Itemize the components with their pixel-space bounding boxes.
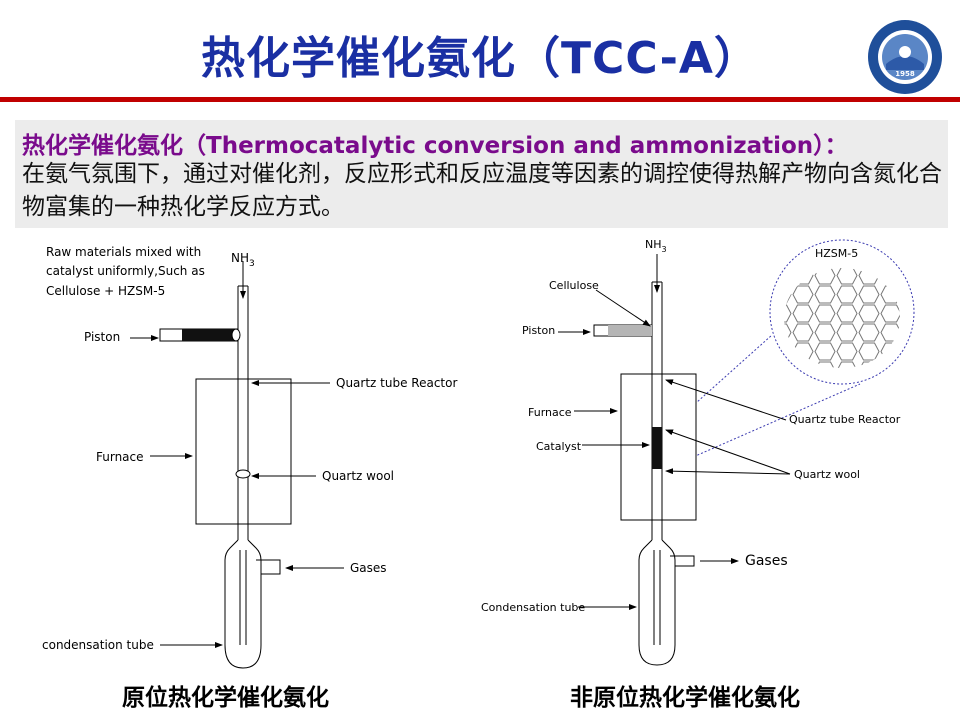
left-raw-label-2: catalyst uniformly,Such as	[46, 264, 205, 278]
page-title: 热化学催化氨化（TCC-A）	[201, 33, 759, 84]
right-piston-label: Piston	[522, 324, 555, 337]
left-wool-label: Quartz wool	[322, 469, 394, 483]
right-wool-label: Quartz wool	[794, 468, 860, 481]
definition-term: 热化学催化氨化（Thermocatalytic conversion and a…	[22, 133, 848, 159]
reactor-diagrams: Raw materials mixed with catalyst unifor…	[42, 238, 915, 669]
left-condensation-tube	[224, 539, 262, 669]
right-condensation-tube	[638, 539, 676, 666]
left-furnace-box	[195, 378, 292, 525]
left-quartz-wool	[235, 469, 251, 479]
right-reactor-diagram: HZSM-5 NH3 Cellulose Piston Furnace Cata…	[481, 238, 915, 666]
university-logo: 1958	[868, 20, 942, 94]
right-nh3-label: NH3	[645, 238, 667, 254]
left-raw-material	[182, 329, 234, 341]
left-caption: 原位热化学催化氨化	[122, 685, 329, 711]
right-cellulose-label: Cellulose	[549, 279, 599, 292]
left-reactor-diagram: Raw materials mixed with catalyst unifor…	[42, 245, 457, 669]
left-piston-head	[231, 328, 241, 342]
left-condensation-label: condensation tube	[42, 638, 154, 652]
logo-year: 1958	[895, 70, 915, 78]
right-condensation-label: Condensation tube	[481, 601, 585, 614]
right-caption: 非原位热化学催化氨化	[570, 685, 800, 711]
definition-text: 在氨气氛围下，通过对催化剂，反应形式和反应温度等因素的调控使得热解产物向含氮化合…	[22, 161, 942, 220]
right-furnace-box	[620, 373, 697, 521]
left-raw-label-1: Raw materials mixed with	[46, 245, 201, 259]
left-reactor-label: Quartz tube Reactor	[336, 376, 457, 390]
zeolite-label: HZSM-5	[815, 247, 858, 260]
left-nh3-label: NH3	[231, 251, 255, 269]
definition-box	[15, 120, 948, 228]
right-gases-label: Gases	[745, 553, 788, 569]
left-furnace-label: Furnace	[96, 450, 144, 464]
zeolite-structure	[784, 268, 900, 368]
left-gases-label: Gases	[350, 561, 387, 575]
header-divider	[0, 97, 960, 102]
right-furnace-label: Furnace	[528, 406, 572, 419]
right-catalyst-bed	[652, 427, 662, 469]
left-piston-label: Piston	[84, 330, 120, 344]
right-catalyst-label: Catalyst	[536, 440, 582, 453]
right-reactor-label: Quartz tube Reactor	[789, 413, 901, 426]
left-raw-label-3: Cellulose + HZSM-5	[46, 284, 165, 298]
right-cellulose-sample	[608, 325, 652, 336]
